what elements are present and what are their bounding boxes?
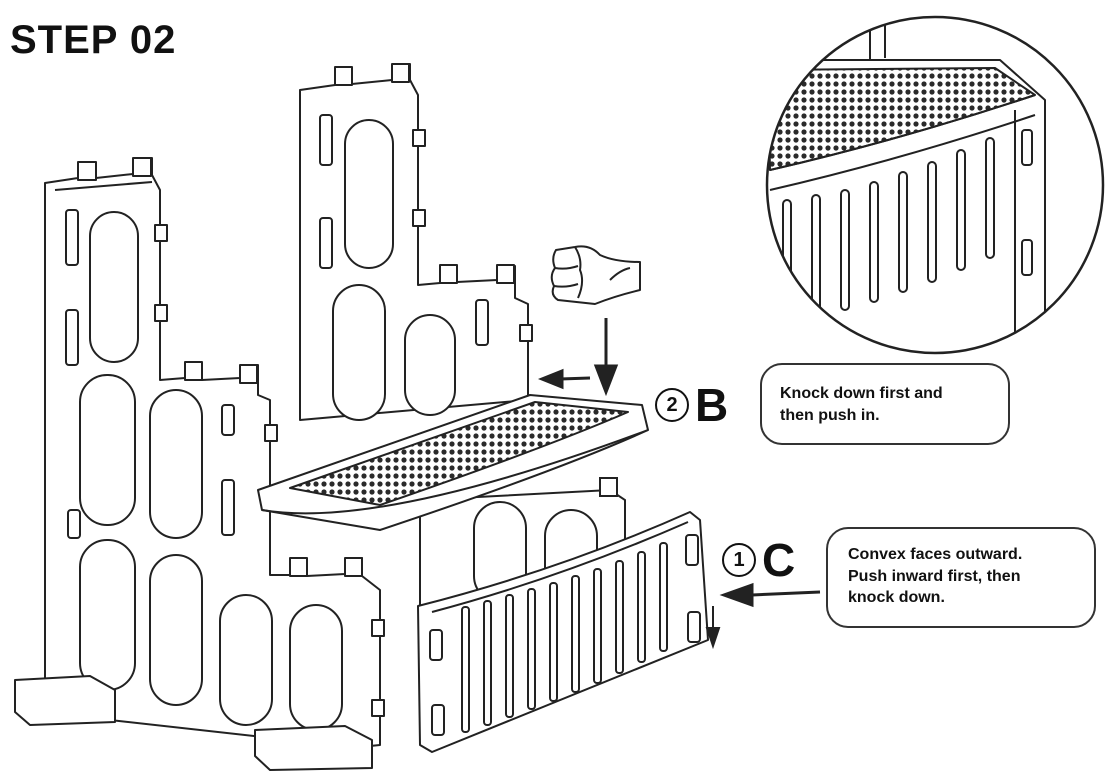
callout-c-line-2: Push inward first, then xyxy=(848,567,1021,585)
step-letter-b: B xyxy=(695,379,729,431)
callout-b-line-1: Knock down first and xyxy=(780,385,943,402)
step-marker-b: 2 B xyxy=(655,378,728,432)
magnifier-detail-circle xyxy=(765,15,1105,355)
step-number-b: 2 xyxy=(655,388,689,422)
left-arrow-icon xyxy=(537,368,591,390)
left-arrow-c-icon xyxy=(719,582,821,608)
back-wall-panel xyxy=(299,63,533,421)
step-title: STEP 02 xyxy=(10,18,177,62)
left-wall-panel xyxy=(14,157,385,771)
fist-icon xyxy=(550,245,641,305)
callout-c-line-1: Convex faces outward. xyxy=(848,546,1023,563)
panel-c xyxy=(417,511,709,753)
callout-b-line-2: then push in. xyxy=(780,406,880,424)
callout-b: Knock down first and then push in. xyxy=(760,363,1010,445)
callout-c: Convex faces outward. Push inward first,… xyxy=(826,527,1096,628)
callout-c-line-3: knock down. xyxy=(848,589,945,607)
small-down-arrow-icon xyxy=(705,606,721,650)
step-b-bench xyxy=(257,394,649,531)
down-arrow-icon xyxy=(593,318,619,397)
step-number-c: 1 xyxy=(722,543,756,577)
step-letter-c: C xyxy=(762,534,796,586)
step-marker-c: 1 C xyxy=(722,533,795,587)
